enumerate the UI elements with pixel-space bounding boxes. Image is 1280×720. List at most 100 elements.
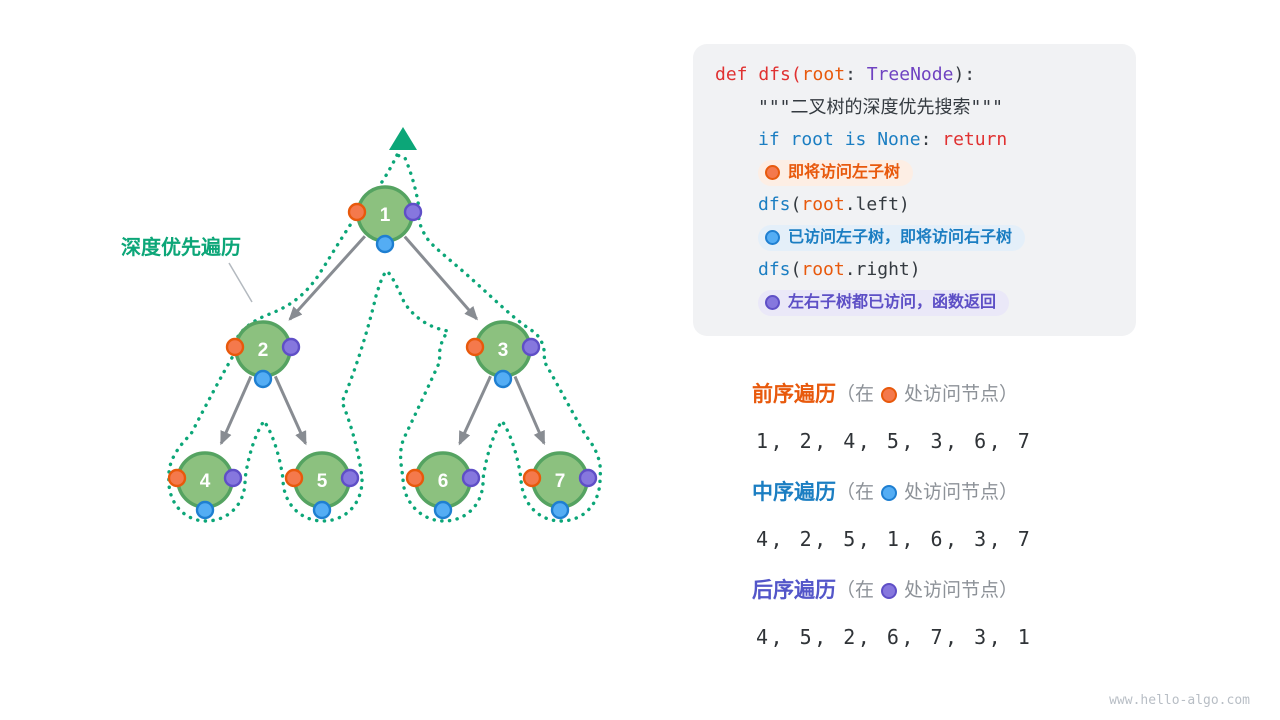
tree-edge (513, 375, 546, 446)
blue-dot-icon (765, 230, 780, 245)
code-line: 即将访问左子树 (715, 157, 1114, 190)
start-triangle-icon (389, 127, 417, 150)
badge-text: 左右子树都已访问，函数返回 (788, 293, 997, 311)
code-token: """二叉树的深度优先搜索""" (758, 96, 1004, 118)
blue-visit-dot-icon (550, 500, 570, 520)
tree-edge (458, 375, 492, 446)
orange-dot-icon (881, 387, 898, 403)
purple-visit-dot-icon (521, 337, 541, 357)
code-token: ): (953, 64, 976, 85)
code-token: : (845, 64, 867, 85)
code-line: """二叉树的深度优先搜索""" (715, 92, 1114, 125)
purple-visit-dot-icon (281, 337, 301, 357)
code-token: root (801, 64, 846, 85)
state-badge-purple: 左右子树都已访问，函数返回 (758, 289, 1010, 316)
node-value: 3 (498, 340, 509, 361)
traversal-hint: （在处访问节点） (836, 482, 1019, 503)
code-token: if root is None (758, 129, 921, 150)
node-value: 7 (555, 471, 566, 492)
code-line: if root is None: return (715, 124, 1114, 157)
traversal-name: 中序遍历 (752, 481, 836, 504)
orange-dot-icon (765, 165, 780, 180)
orange-visit-dot-icon (167, 468, 187, 488)
traversal-name: 后序遍历 (752, 579, 836, 602)
code-token: dfs (758, 259, 791, 280)
orange-visit-dot-icon (284, 468, 304, 488)
code-token: .right) (844, 259, 921, 280)
code-token: def dfs( (715, 64, 802, 85)
orange-visit-dot-icon (347, 202, 367, 222)
code-line: 左右子树都已访问，函数返回 (715, 287, 1114, 320)
tree-edge (288, 235, 366, 321)
tree-node-1: 1 (347, 185, 423, 254)
blue-visit-dot-icon (253, 369, 273, 389)
code-token: : (920, 129, 943, 150)
tree-edge (273, 375, 307, 446)
code-token: TreeNode (866, 64, 954, 85)
tree-node-4: 4 (167, 451, 243, 520)
code-token: ( (790, 194, 802, 215)
code-token: dfs (758, 194, 791, 215)
node-value: 1 (380, 205, 391, 226)
blue-dot-icon (881, 485, 898, 501)
code-token: root (801, 194, 845, 215)
traversal-postorder-header: 后序遍历（在处访问节点） (752, 576, 1032, 606)
code-token: ( (790, 259, 802, 280)
orange-visit-dot-icon (405, 468, 425, 488)
blue-visit-dot-icon (375, 234, 395, 254)
traversal-inorder: 中序遍历（在处访问节点） 4, 2, 5, 1, 6, 3, 7 (752, 478, 1032, 554)
blue-visit-dot-icon (493, 369, 513, 389)
code-token: .left) (844, 194, 910, 215)
purple-visit-dot-icon (403, 202, 423, 222)
tree-node-5: 5 (284, 451, 360, 520)
tree-node-2: 2 (225, 320, 301, 389)
code-line: def dfs(root: TreeNode): (715, 59, 1114, 92)
tree-node-6: 6 (405, 451, 481, 520)
traversal-preorder-header: 前序遍历（在处访问节点） (752, 380, 1032, 410)
tree-node-7: 7 (522, 451, 598, 520)
tree-edge (403, 235, 478, 321)
state-badge-blue: 已访问左子树，即将访问右子树 (758, 224, 1026, 251)
dfs-tree-diagram: 1 2 3 4 5 6 7 (167, 127, 603, 523)
label-leader-line (228, 262, 253, 303)
purple-visit-dot-icon (223, 468, 243, 488)
node-value: 5 (317, 471, 328, 492)
purple-dot-icon (881, 583, 898, 599)
purple-visit-dot-icon (340, 468, 360, 488)
traversal-postorder: 后序遍历（在处访问节点） 4, 5, 2, 6, 7, 3, 1 (752, 576, 1032, 652)
tree-edges (219, 235, 546, 446)
code-block: def dfs(root: TreeNode):"""二叉树的深度优先搜索"""… (715, 59, 1114, 319)
watermark: www.hello-algo.com (1109, 693, 1250, 708)
code-token: root (801, 259, 845, 280)
node-value: 4 (200, 471, 211, 492)
blue-visit-dot-icon (312, 500, 332, 520)
traversal-preorder: 前序遍历（在处访问节点） 1, 2, 4, 5, 3, 6, 7 (752, 380, 1032, 456)
orange-visit-dot-icon (522, 468, 542, 488)
traversal-sequence: 4, 2, 5, 1, 6, 3, 7 (756, 527, 1033, 551)
state-badge-orange: 即将访问左子树 (758, 159, 914, 186)
code-line: dfs(root.left) (715, 189, 1114, 222)
purple-visit-dot-icon (461, 468, 481, 488)
node-value: 2 (258, 340, 269, 361)
blue-visit-dot-icon (195, 500, 215, 520)
traversal-sequence: 1, 2, 4, 5, 3, 6, 7 (756, 429, 1033, 453)
code-token: return (942, 129, 1008, 150)
code-line: 已访问左子树，即将访问右子树 (715, 222, 1114, 255)
node-value: 6 (438, 471, 449, 492)
tree-node-3: 3 (465, 320, 541, 389)
code-panel: def dfs(root: TreeNode):"""二叉树的深度优先搜索"""… (693, 44, 1136, 336)
blue-visit-dot-icon (433, 500, 453, 520)
tree-label: 深度优先遍历 (121, 237, 241, 259)
traversal-hint: （在处访问节点） (836, 580, 1019, 601)
badge-text: 即将访问左子树 (788, 163, 901, 181)
purple-dot-icon (765, 295, 780, 310)
badge-text: 已访问左子树，即将访问右子树 (788, 228, 1013, 246)
code-line: dfs(root.right) (715, 254, 1114, 287)
orange-visit-dot-icon (465, 337, 485, 357)
orange-visit-dot-icon (225, 337, 245, 357)
traversal-sequence: 4, 5, 2, 6, 7, 3, 1 (756, 625, 1033, 649)
tree-edge (219, 375, 253, 446)
traversal-name: 前序遍历 (752, 383, 836, 406)
tree-nodes: 1 2 3 4 5 6 7 (167, 185, 598, 520)
traversal-hint: （在处访问节点） (836, 384, 1019, 405)
